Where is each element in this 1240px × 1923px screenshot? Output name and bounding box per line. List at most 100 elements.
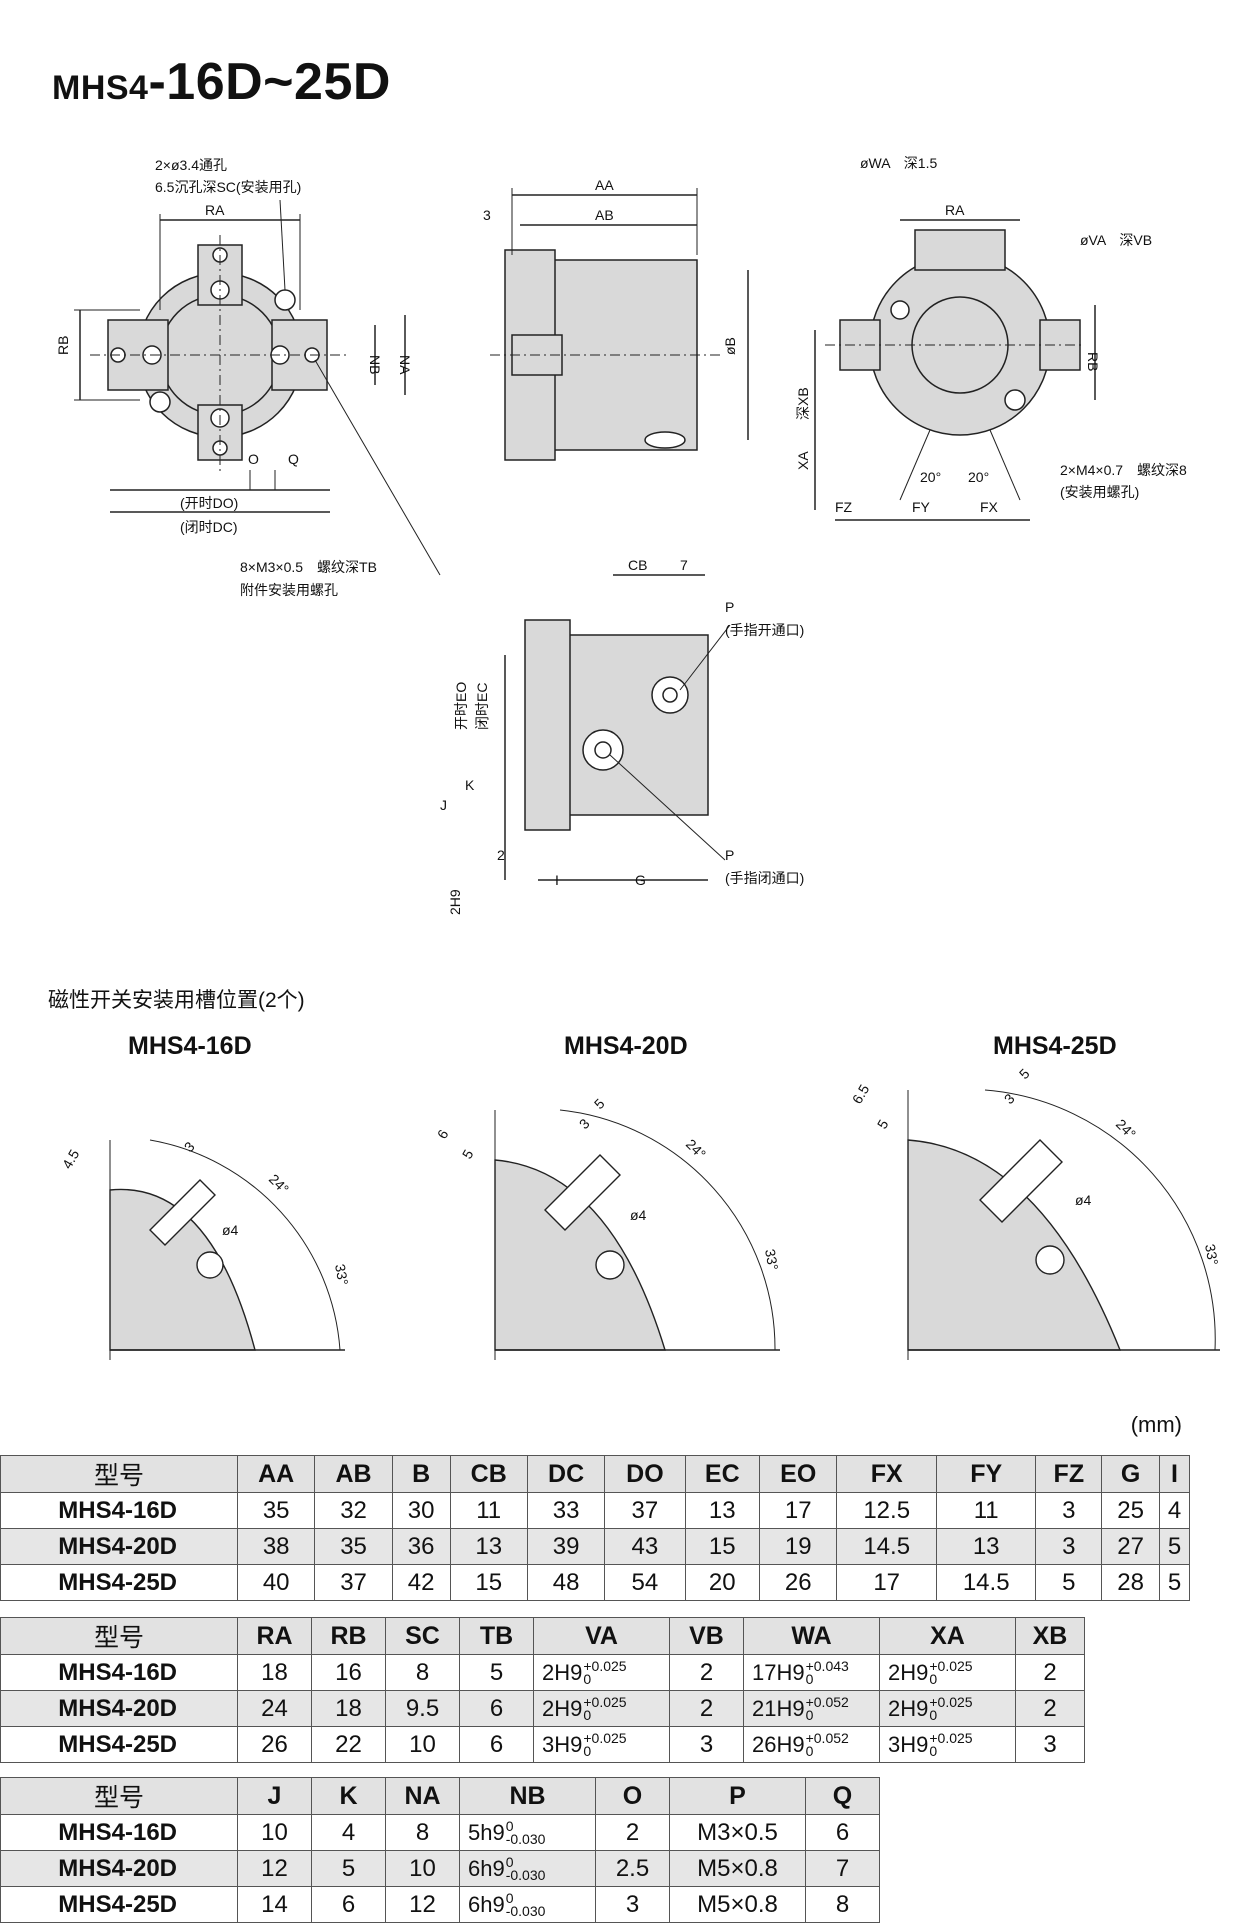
- t1-cell: 3: [1035, 1528, 1103, 1565]
- t1-cell: 40: [236, 1564, 316, 1601]
- t1-header: B: [391, 1455, 451, 1493]
- t1-cell: 38: [236, 1528, 316, 1565]
- t2-header: RB: [311, 1617, 386, 1655]
- t2-cell: 26: [237, 1726, 312, 1763]
- t3-cell: 6: [805, 1814, 880, 1851]
- t2-cell: 6: [459, 1690, 534, 1727]
- label-do: (开时DO): [180, 495, 238, 511]
- slot-diagram-20d: [494, 1109, 780, 1360]
- label-fx: FX: [980, 499, 999, 515]
- t1-cell: 13: [449, 1528, 528, 1565]
- label-seven: 7: [680, 557, 688, 573]
- t2-cell: MHS4-16D: [0, 1654, 238, 1691]
- side-view: [490, 188, 749, 461]
- label-h9: 2H9: [447, 889, 463, 915]
- t1-header: CB: [449, 1455, 528, 1493]
- spec-table-1: 型号 AA AB B CB DC DO EC EO FX FY FZ G I M…: [0, 1455, 1191, 1601]
- t2-cell: 18: [311, 1690, 386, 1727]
- t2-cell: 22: [311, 1726, 386, 1763]
- label-xa: XA: [795, 451, 811, 470]
- t1-cell: 17: [836, 1564, 937, 1601]
- t3-cell: 7: [805, 1850, 880, 1887]
- label-eo: 开时EO: [453, 682, 469, 730]
- t3-cell: 10: [237, 1814, 312, 1851]
- t2-cell: 2: [669, 1654, 744, 1691]
- t2-cell: 3: [1015, 1726, 1085, 1763]
- t3-cell: 6: [311, 1886, 386, 1923]
- slot20-d1: 6: [434, 1127, 452, 1142]
- t2-cell: 18: [237, 1654, 312, 1691]
- t1-cell: 20: [684, 1564, 761, 1601]
- t3-header: NA: [385, 1777, 460, 1815]
- t1-cell: MHS4-20D: [0, 1528, 238, 1565]
- t3-header: J: [237, 1777, 312, 1815]
- t3-cell: M5×0.8: [669, 1886, 806, 1923]
- slot20-a1: 24°: [683, 1136, 709, 1162]
- t2-header: XA: [879, 1617, 1016, 1655]
- label-na: NA: [397, 355, 413, 375]
- t1-cell: 14.5: [935, 1564, 1037, 1601]
- title-prefix: MHS4: [52, 69, 149, 107]
- label-xb: 深XB: [795, 387, 811, 420]
- t1-header: G: [1101, 1455, 1160, 1493]
- label-m4-note2: (安装用螺孔): [1060, 484, 1139, 500]
- t1-cell: 43: [604, 1528, 686, 1565]
- t1-header: EO: [759, 1455, 838, 1493]
- slot20-dia: ø4: [630, 1207, 647, 1223]
- label-k: K: [465, 777, 475, 793]
- label-three: 3: [483, 207, 491, 223]
- label-rb: RB: [55, 336, 71, 355]
- slot16-d1: 4.5: [59, 1146, 83, 1171]
- t1-header: FY: [935, 1455, 1037, 1493]
- t1-cell: MHS4-25D: [0, 1564, 238, 1601]
- t1-cell: 37: [314, 1564, 393, 1601]
- t1-cell: 37: [604, 1492, 686, 1529]
- t1-cell: 42: [391, 1564, 451, 1601]
- slot16-a1: 24°: [266, 1171, 292, 1197]
- label-wa: øWA 深1.5: [860, 155, 937, 171]
- label-p-close-note: (手指闭通口): [725, 870, 804, 886]
- t2-cell: 8: [385, 1654, 460, 1691]
- top-view: [814, 219, 1096, 521]
- t1-header: I: [1158, 1455, 1191, 1493]
- t1-header: DO: [604, 1455, 686, 1493]
- t1-cell: 19: [759, 1528, 838, 1565]
- t2-header: VB: [669, 1617, 744, 1655]
- t2-header: TB: [459, 1617, 534, 1655]
- t1-cell: 5: [1158, 1564, 1191, 1601]
- t1-cell: 5: [1158, 1528, 1191, 1565]
- port-view: [504, 574, 731, 881]
- t1-cell: 25: [1101, 1492, 1160, 1529]
- t3-cell: MHS4-16D: [0, 1814, 238, 1851]
- t2-cell: 16: [311, 1654, 386, 1691]
- label-aa: AA: [595, 177, 614, 193]
- t3-cell: 12: [385, 1886, 460, 1923]
- t1-cell: 32: [314, 1492, 393, 1529]
- label-hole-note1: 2×ø3.4通孔: [155, 157, 227, 173]
- t2-cell: 5: [459, 1654, 534, 1691]
- slot20-d4: 5: [591, 1095, 608, 1112]
- t1-header: FX: [836, 1455, 937, 1493]
- t3-cell: 8: [385, 1814, 460, 1851]
- slot25-d3: 5: [1016, 1065, 1033, 1082]
- t3-cell: 10: [385, 1850, 460, 1887]
- t1-header: AA: [236, 1455, 316, 1493]
- label-g: G: [635, 872, 646, 888]
- label-p-open-note: (手指开通口): [725, 622, 804, 638]
- page-title: MHS4-16D~25D: [52, 52, 391, 112]
- t2-cell: 3: [669, 1726, 744, 1763]
- t2-cell: MHS4-20D: [0, 1690, 238, 1727]
- t3-cell: M3×0.5: [669, 1814, 806, 1851]
- t1-header: AB: [314, 1455, 393, 1493]
- label-two: 2: [497, 847, 505, 863]
- t2-cell: 10: [385, 1726, 460, 1763]
